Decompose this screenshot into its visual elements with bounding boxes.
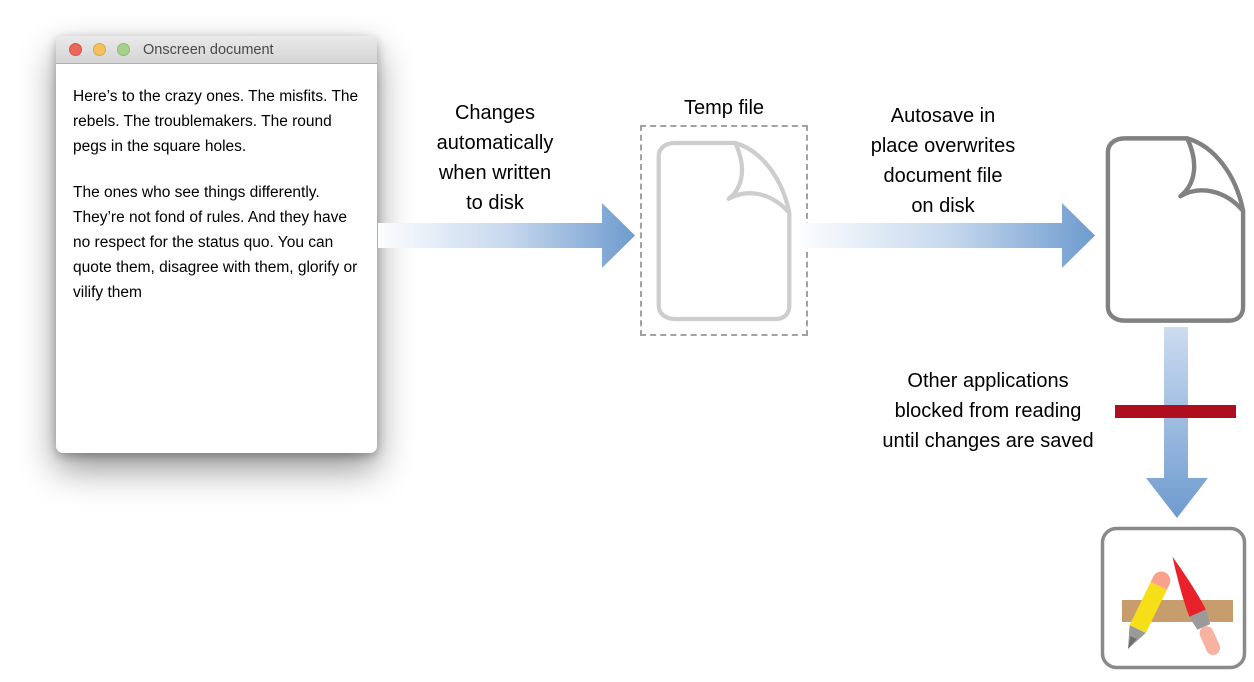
zoom-button[interactable] xyxy=(117,43,130,56)
window-titlebar[interactable]: Onscreen document xyxy=(56,36,377,64)
autosave-arrow-label: Autosave in place overwrites document fi… xyxy=(870,105,1016,217)
read-by-app-arrow xyxy=(1146,327,1208,518)
app-icon-frame xyxy=(1100,526,1247,670)
window-title: Onscreen document xyxy=(143,41,274,58)
temp-file-label: Temp file xyxy=(683,97,765,119)
pencil-icon xyxy=(1128,571,1171,649)
app-icon xyxy=(1100,526,1247,670)
changes-arrow-label: Changes automatically when written to di… xyxy=(436,102,554,214)
temp-file-icon xyxy=(656,140,792,321)
blocked-bar xyxy=(1115,405,1236,418)
close-button[interactable] xyxy=(69,43,82,56)
document-file-icon xyxy=(1105,136,1246,323)
changes-arrow xyxy=(378,203,635,268)
blocked-label: Other applications blocked from reading … xyxy=(882,370,1094,452)
document-paragraph-1: Here’s to the crazy ones. The misfits. T… xyxy=(73,88,359,155)
document-paragraph-2: The ones who see things differently. The… xyxy=(73,184,358,301)
temp-file-box xyxy=(640,125,808,336)
document-text-area[interactable]: Here’s to the crazy ones. The misfits. T… xyxy=(56,64,377,305)
brush-icon xyxy=(1172,556,1221,655)
minimize-button[interactable] xyxy=(93,43,106,56)
onscreen-document-window: Onscreen document Here’s to the crazy on… xyxy=(56,36,377,453)
autosave-arrow xyxy=(800,203,1095,268)
